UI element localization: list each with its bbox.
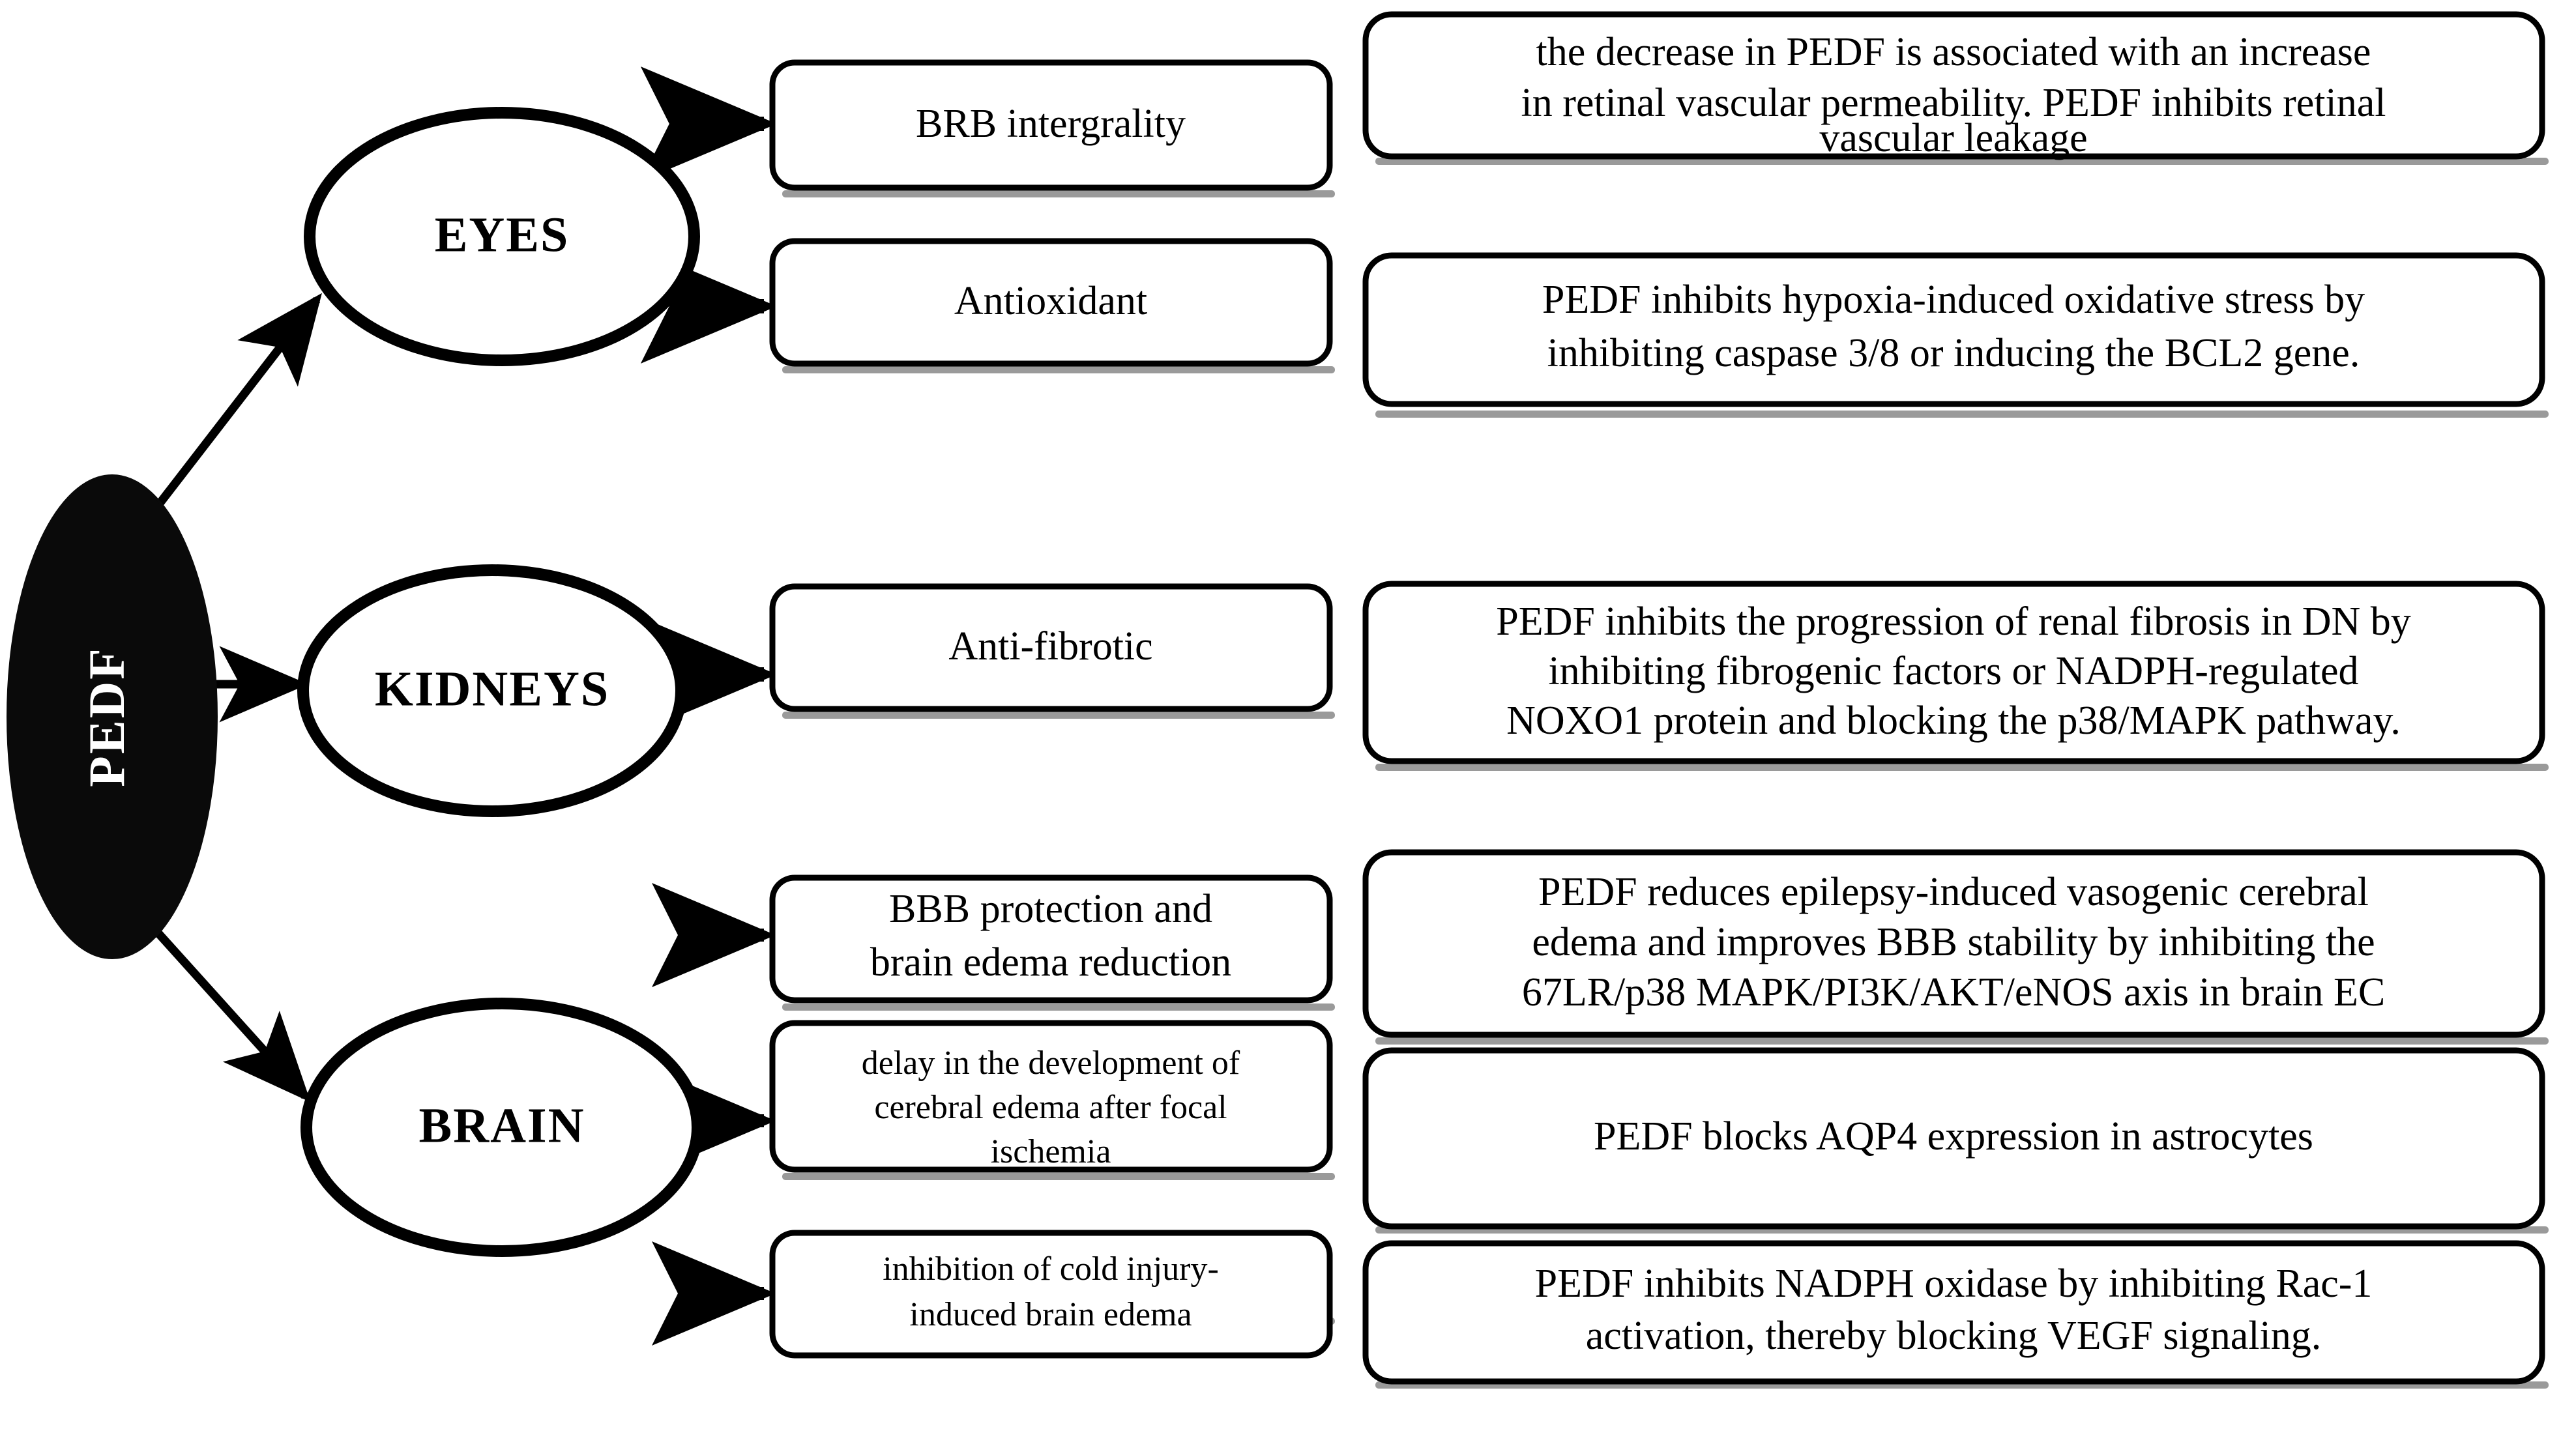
description-eyes-brb-line3: vascular leakage	[1819, 116, 2087, 160]
connector-pedf-to-eyes	[146, 293, 322, 519]
function-box-antifibrotic-label: Anti-fibrotic	[948, 624, 1152, 669]
description-eyes-antioxidant-line2: inhibiting caspase 3/8 or inducing the B…	[1547, 331, 2360, 375]
description-box-eyes-antioxidant[interactable]: PEDF inhibits hypoxia-induced oxidative …	[1362, 252, 2545, 407]
description-kidney-antifibrotic-line1: PEDF inhibits the progression of renal f…	[1496, 599, 2411, 644]
description-brain-cold-line2: activation, thereby blocking VEGF signal…	[1586, 1314, 2321, 1358]
description-eyes-brb-line1: the decrease in PEDF is associated with …	[1536, 30, 2371, 74]
function-box-antioxidant-label: Antioxidant	[954, 279, 1147, 323]
description-brain-bbb-line3: 67LR/p38 MAPK/PI3K/AKT/eNOS axis in brai…	[1522, 970, 2385, 1015]
description-box-brain-cold[interactable]: PEDF inhibits NADPH oxidase by inhibitin…	[1362, 1240, 2545, 1385]
node-eyes-label: EYES	[435, 207, 570, 262]
description-brain-bbb-line1: PEDF reduces epilepsy-induced vasogenic …	[1538, 870, 2369, 914]
description-eyes-antioxidant-line1: PEDF inhibits hypoxia-induced oxidative …	[1542, 278, 2365, 322]
description-box-kidney-antifibrotic[interactable]: PEDF inhibits the progression of renal f…	[1362, 581, 2545, 764]
connector-group	[146, 66, 777, 1346]
function-box-brb[interactable]: BRB intergrality	[769, 59, 1333, 191]
description-brain-bbb-line2: edema and improves BBB stability by inhi…	[1532, 920, 2375, 964]
node-brain-label: BRAIN	[419, 1098, 585, 1153]
description-box-brain-delay[interactable]: PEDF blocks AQP4 expression in astrocyte…	[1362, 1047, 2545, 1230]
node-kidneys-label: KIDNEYS	[375, 661, 609, 716]
function-box-delay-line1: delay in the development of	[862, 1045, 1240, 1082]
function-box-bbb[interactable]: BBB protection and brain edema reduction	[769, 874, 1333, 1003]
node-pedf[interactable]: PEDF	[7, 474, 218, 959]
description-kidney-antifibrotic-line2: inhibiting fibrogenic factors or NADPH-r…	[1548, 649, 2358, 693]
description-box-eyes-brb[interactable]: the decrease in PEDF is associated with …	[1362, 11, 2545, 160]
function-box-brb-label: BRB intergrality	[916, 102, 1186, 146]
description-eyes-brb-line2: in retinal vascular permeability. PEDF i…	[1521, 81, 2386, 125]
description-box-brain-bbb[interactable]: PEDF reduces epilepsy-induced vasogenic …	[1362, 849, 2545, 1038]
description-kidney-antifibrotic-line3: NOXO1 protein and blocking the p38/MAPK …	[1506, 699, 2401, 743]
function-box-antioxidant[interactable]: Antioxidant	[769, 238, 1333, 367]
function-box-delay-line2: cerebral edema after focal	[874, 1089, 1227, 1126]
function-box-bbb-line2: brain edema reduction	[870, 940, 1231, 985]
function-box-bbb-line1: BBB protection and	[889, 887, 1212, 931]
node-eyes[interactable]: EYES	[304, 107, 700, 366]
description-brain-cold-line1: PEDF inhibits NADPH oxidase by inhibitin…	[1535, 1262, 2373, 1306]
function-box-delay-line3: ischemia	[991, 1133, 1111, 1170]
node-brain[interactable]: BRAIN	[300, 998, 703, 1257]
node-pedf-label: PEDF	[78, 646, 135, 787]
function-box-cold[interactable]: inhibition of cold injury- induced brain…	[769, 1230, 1333, 1359]
connector-pedf-to-brain	[148, 922, 311, 1103]
function-box-delay[interactable]: delay in the development of cerebral ede…	[769, 1020, 1333, 1173]
description-brain-delay-line1: PEDF blocks AQP4 expression in astrocyte…	[1594, 1114, 2313, 1159]
function-box-cold-line2: induced brain edema	[909, 1296, 1192, 1333]
function-box-cold-line1: inhibition of cold injury-	[883, 1250, 1219, 1288]
node-kidneys[interactable]: KIDNEYS	[297, 564, 687, 817]
function-box-antifibrotic[interactable]: Anti-fibrotic	[769, 583, 1333, 712]
